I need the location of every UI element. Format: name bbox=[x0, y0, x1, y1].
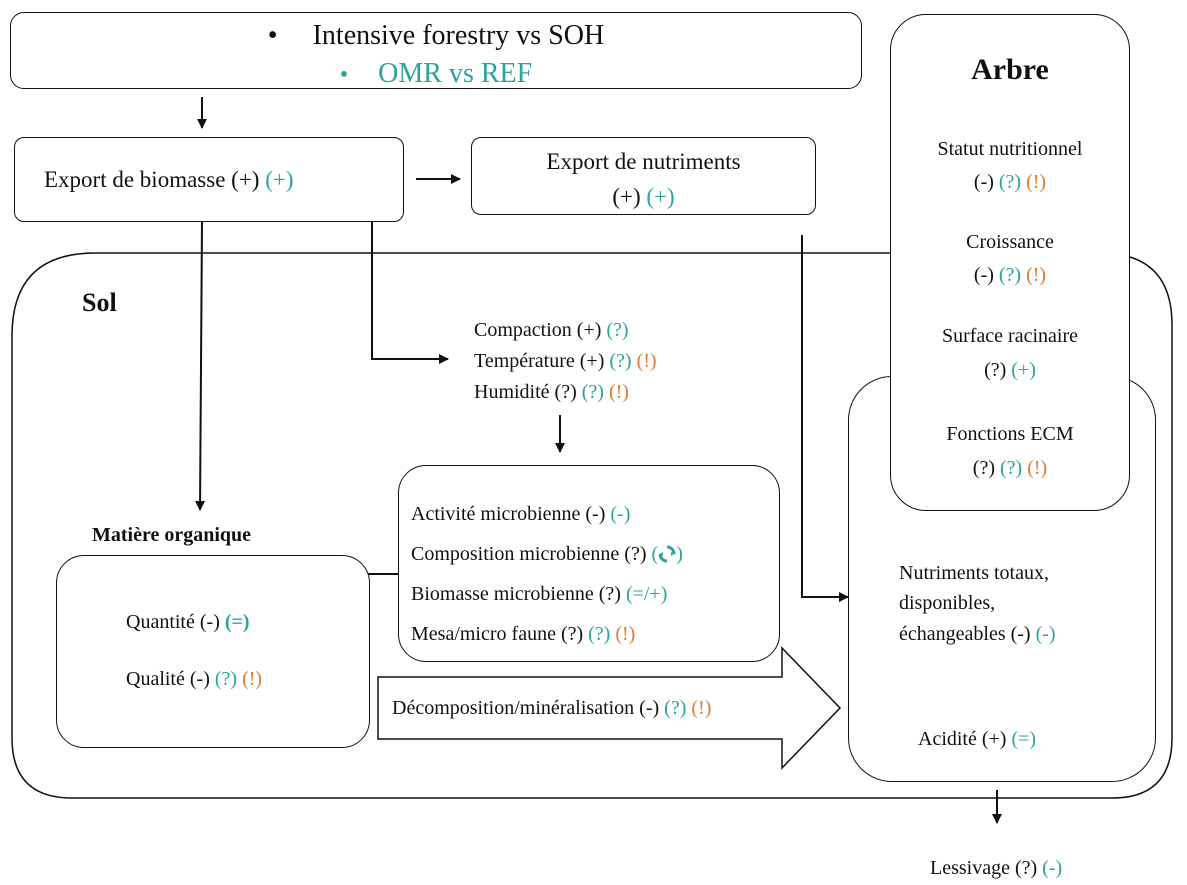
ecm-sign-1: (?) bbox=[972, 457, 995, 479]
arrow-biomasse-to-compaction bbox=[371, 222, 449, 364]
acidite-line: Acidité (+) (=) bbox=[918, 729, 1036, 749]
export-biomasse-label: Export de biomasse (+) (+) bbox=[44, 168, 294, 191]
croissance-sign-3: (!) bbox=[1026, 264, 1047, 286]
composition-text: Composition microbienne (?) bbox=[411, 543, 647, 565]
nutriments-l1: Nutriments totaux, bbox=[899, 562, 1049, 584]
biomasse-line: Biomasse microbienne (?) (=/+) bbox=[411, 584, 667, 604]
composition-paren-open: ( bbox=[651, 543, 659, 565]
compaction-text: Compaction (+) bbox=[474, 319, 602, 341]
quantite-sign: (=) bbox=[224, 611, 250, 633]
surface-label: Surface racinaire bbox=[941, 325, 1078, 347]
ecm-label: Fonctions ECM bbox=[946, 423, 1074, 445]
arrow-biomasse-to-matiere bbox=[195, 221, 206, 511]
bullet-dot-2: • bbox=[339, 62, 379, 88]
humidite-line: Humidité (?) (?) (!) bbox=[474, 382, 629, 402]
croissance-sign-2: (?) bbox=[998, 264, 1022, 286]
recycle-arrows-icon bbox=[658, 545, 676, 563]
export-biomasse-box bbox=[14, 137, 404, 222]
decomposition-text: Décomposition/minéralisation (-) bbox=[392, 697, 660, 719]
matiere-title: Matière organique bbox=[92, 524, 252, 546]
statut-label: Statut nutritionnel bbox=[937, 138, 1083, 160]
temperature-line: Température (+) (?) (!) bbox=[474, 351, 657, 371]
temperature-text: Température (+) bbox=[474, 350, 605, 372]
lessivage-line: Lessivage (?) (-) bbox=[930, 858, 1062, 878]
arbre-box bbox=[890, 14, 1130, 511]
ecm-sign-3: (!) bbox=[1027, 457, 1048, 479]
humidite-sign-1: (?) bbox=[581, 381, 604, 403]
matiere-box bbox=[56, 555, 370, 748]
statut-sign-2: (?) bbox=[998, 171, 1022, 193]
biomasse-sign: (=/+) bbox=[625, 583, 668, 605]
export-biomasse-sign: (+) bbox=[265, 167, 294, 192]
qualite-line: Qualité (-) (?) (!) bbox=[126, 669, 262, 689]
croissance-sign-1: (-) bbox=[973, 264, 994, 286]
composition-paren-close: ) bbox=[676, 543, 683, 565]
faune-line: Mesa/micro faune (?) (?) (!) bbox=[411, 624, 635, 644]
surface-signs: (?) (+) bbox=[890, 360, 1130, 380]
ecm-sign-2: (?) bbox=[1000, 457, 1023, 479]
composition-line: Composition microbienne (?) () bbox=[411, 544, 683, 564]
quantite-text: Quantité (-) bbox=[126, 611, 220, 633]
temperature-sign-2: (!) bbox=[636, 350, 657, 372]
humidite-sign-2: (!) bbox=[608, 381, 629, 403]
humidite-text: Humidité (?) bbox=[474, 381, 577, 403]
arrow-nutriments-to-sol-nutriments bbox=[801, 235, 849, 602]
export-nutriments-label: Export de nutriments bbox=[546, 149, 741, 174]
faune-sign-1: (?) bbox=[588, 623, 611, 645]
decomposition-sign-1: (?) bbox=[664, 697, 687, 719]
export-nutriments-sign-1: (+) bbox=[612, 184, 641, 209]
export-biomasse-text: Export de biomasse (+) bbox=[44, 167, 260, 192]
qualite-sign-1: (?) bbox=[214, 668, 238, 690]
statut-signs: (-) (?) (!) bbox=[890, 172, 1130, 192]
activite-line: Activité microbienne (-) (-) bbox=[411, 504, 630, 524]
activite-text: Activité microbienne (-) bbox=[411, 503, 606, 525]
export-nutriments-signs: (+) (+) bbox=[471, 185, 816, 208]
bullet-dot-1: • bbox=[267, 20, 313, 51]
export-nutriments-sign-2: (+) bbox=[646, 184, 675, 209]
microbes-box bbox=[398, 465, 780, 662]
decomposition-arrow-shape bbox=[377, 646, 842, 770]
decomposition-sign-2: (!) bbox=[691, 697, 712, 719]
nutriments-l2: disponibles, bbox=[899, 592, 996, 614]
temperature-sign-1: (?) bbox=[609, 350, 632, 372]
acidite-text: Acidité (+) bbox=[918, 728, 1007, 750]
statut-sign-1: (-) bbox=[973, 171, 994, 193]
croissance-label: Croissance bbox=[966, 231, 1054, 253]
faune-text: Mesa/micro faune (?) bbox=[411, 623, 584, 645]
quantite-line: Quantité (-) (=) bbox=[126, 612, 250, 632]
header-bullet-1-text: Intensive forestry vs SOH bbox=[312, 20, 605, 51]
surface-sign-1: (?) bbox=[984, 359, 1007, 381]
header-bullet-1: • Intensive forestry vs SOH bbox=[10, 22, 862, 50]
compaction-line: Compaction (+) (?) bbox=[474, 320, 629, 340]
qualite-text: Qualité (-) bbox=[126, 668, 210, 690]
biomasse-text: Biomasse microbienne (?) bbox=[411, 583, 621, 605]
surface-sign-2: (+) bbox=[1011, 359, 1036, 381]
faune-sign-2: (!) bbox=[615, 623, 636, 645]
nutriments-l3-text: échangeables (-) bbox=[899, 623, 1031, 645]
header-box bbox=[10, 12, 862, 89]
compaction-sign: (?) bbox=[606, 319, 629, 341]
nutriments-sign: (-) bbox=[1035, 623, 1056, 645]
decomposition-label: Décomposition/minéralisation (-) (?) (!) bbox=[392, 698, 711, 718]
lessivage-sign: (-) bbox=[1042, 857, 1063, 879]
activite-sign: (-) bbox=[610, 503, 631, 525]
croissance-signs: (-) (?) (!) bbox=[890, 265, 1130, 285]
arbre-title: Arbre bbox=[971, 53, 1049, 86]
nutriments-l3: échangeables (-) (-) bbox=[899, 624, 1056, 644]
sol-title: Sol bbox=[82, 288, 117, 317]
sol-region bbox=[11, 252, 1173, 799]
export-nutriments-box bbox=[471, 137, 816, 215]
statut-sign-3: (!) bbox=[1026, 171, 1047, 193]
header-bullet-2: • OMR vs REF bbox=[10, 60, 862, 88]
qualite-sign-2: (!) bbox=[242, 668, 263, 690]
lessivage-text: Lessivage (?) bbox=[930, 857, 1038, 879]
acidite-sign: (=) bbox=[1011, 728, 1037, 750]
ecm-signs: (?) (?) (!) bbox=[890, 458, 1130, 478]
header-bullet-2-text: OMR vs REF bbox=[378, 58, 533, 89]
